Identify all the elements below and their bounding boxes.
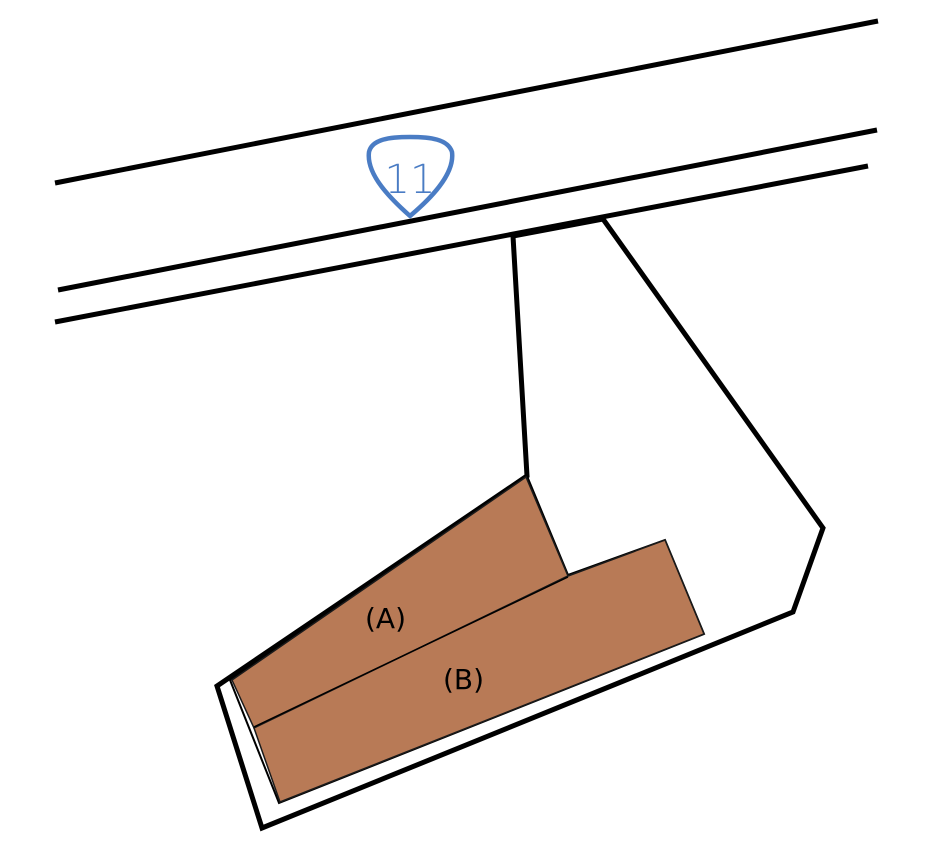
road-edge-south — [54, 163, 869, 325]
road — [54, 18, 879, 325]
route-shield-icon: 11 — [366, 134, 455, 219]
parcel-a-label: (A) — [365, 602, 406, 635]
parcel-b-label: (B) — [443, 663, 484, 696]
parcel-divider — [253, 576, 569, 728]
route-shield-outline — [366, 134, 455, 219]
road-lane-divider — [57, 127, 878, 293]
road-edge-north — [54, 18, 879, 186]
route-number: 11 — [385, 157, 436, 203]
